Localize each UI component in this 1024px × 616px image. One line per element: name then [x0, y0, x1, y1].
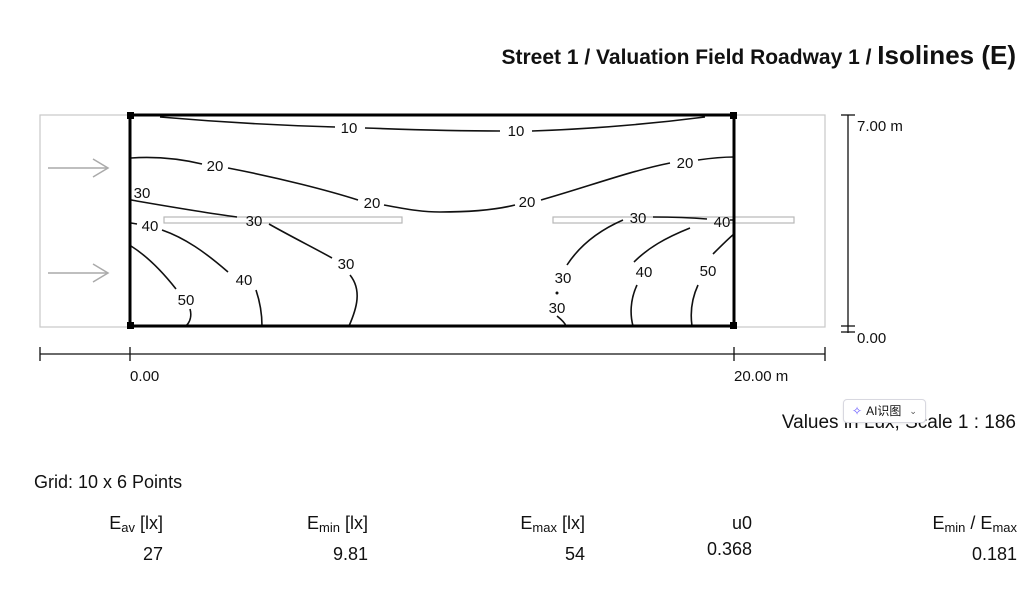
contour-label: 30 [246, 213, 263, 230]
contour-label: 20 [364, 195, 381, 212]
y-dimension-line [841, 114, 855, 333]
contour-label: 20 [677, 155, 694, 172]
stat-u0-value: 0.368 [706, 539, 752, 559]
contour-label: 20 [519, 194, 536, 211]
title-main: Isolines (E) [877, 40, 1016, 70]
stat-emax: Emax [lx] 54 [520, 510, 585, 567]
contour-label: 30 [338, 256, 355, 273]
isoline-50-right [690, 233, 735, 327]
y-dimension-bottom: 0.00 [857, 330, 886, 347]
isoline-30-left [130, 199, 333, 259]
stat-emin: Emin [lx] 9.81 [307, 510, 368, 567]
stat-eav-value: 27 [142, 544, 163, 564]
isoline-30-right [566, 216, 708, 266]
point-marker [555, 291, 559, 295]
contour-label: 20 [207, 158, 224, 175]
contour-label: 40 [236, 272, 253, 289]
title-prefix: Street 1 / Valuation Field Roadway 1 / [501, 46, 872, 69]
valuation-field-boundary [128, 113, 736, 328]
contour-label: 30 [549, 300, 566, 317]
chevron-down-icon: ⌄ [909, 406, 917, 416]
x-dimension-end: 20.00 m [734, 368, 788, 385]
contour-label: 40 [714, 214, 731, 231]
ai-recognize-button[interactable]: ✧ AI识图 ⌄ [843, 399, 926, 423]
contour-label: 30 [134, 185, 151, 202]
contour-label: 10 [508, 123, 525, 140]
stat-u0: u0 0.368 [707, 510, 752, 562]
x-dimension-start: 0.00 [130, 368, 159, 385]
ai-badge-label: AI识图 [866, 404, 902, 418]
isoline-40-left [130, 222, 263, 327]
stat-emin-label: Emin [lx] [307, 513, 368, 535]
stat-emax-value: 54 [564, 544, 585, 564]
contour-label: 40 [142, 218, 159, 235]
contour-label: 50 [700, 263, 717, 280]
contour-label: 50 [178, 292, 195, 309]
stat-emin-emax-ratio: Emin / Emax 0.181 [932, 510, 1017, 567]
luminaire-left [163, 216, 403, 224]
stat-eav-label: Eav [lx] [109, 513, 163, 535]
x-dimension-line [39, 347, 826, 361]
grid-note: Grid: 10 x 6 Points [34, 472, 183, 492]
isoline-30-curve [348, 274, 358, 327]
isoline-10 [159, 116, 706, 132]
isoline-50-left [130, 245, 192, 327]
isoline-diagram: 10 10 20 20 20 20 30 30 30 30 30 30 40 4… [39, 112, 903, 385]
traffic-arrow-top [48, 158, 110, 178]
traffic-arrow-bottom [48, 263, 110, 283]
page-title: Street 1 / Valuation Field Roadway 1 / I… [502, 40, 1017, 71]
stat-emax-label: Emax [lx] [520, 513, 585, 535]
contour-label: 40 [636, 264, 653, 281]
contour-label: 10 [341, 120, 358, 137]
stat-ratio-label: Emin / Emax [932, 513, 1017, 535]
contour-label: 30 [555, 270, 572, 287]
isoline-20-left [130, 156, 735, 213]
contour-label: 30 [630, 210, 647, 227]
y-dimension-top: 7.00 m [857, 118, 903, 135]
corner-markers [127, 112, 737, 329]
sparkle-icon: ✧ [852, 404, 863, 418]
stat-emin-value: 9.81 [332, 544, 368, 564]
stat-u0-label: u0 [731, 513, 752, 533]
stat-eav: Eav [lx] 27 [109, 510, 163, 567]
stat-ratio-value: 0.181 [971, 544, 1017, 564]
